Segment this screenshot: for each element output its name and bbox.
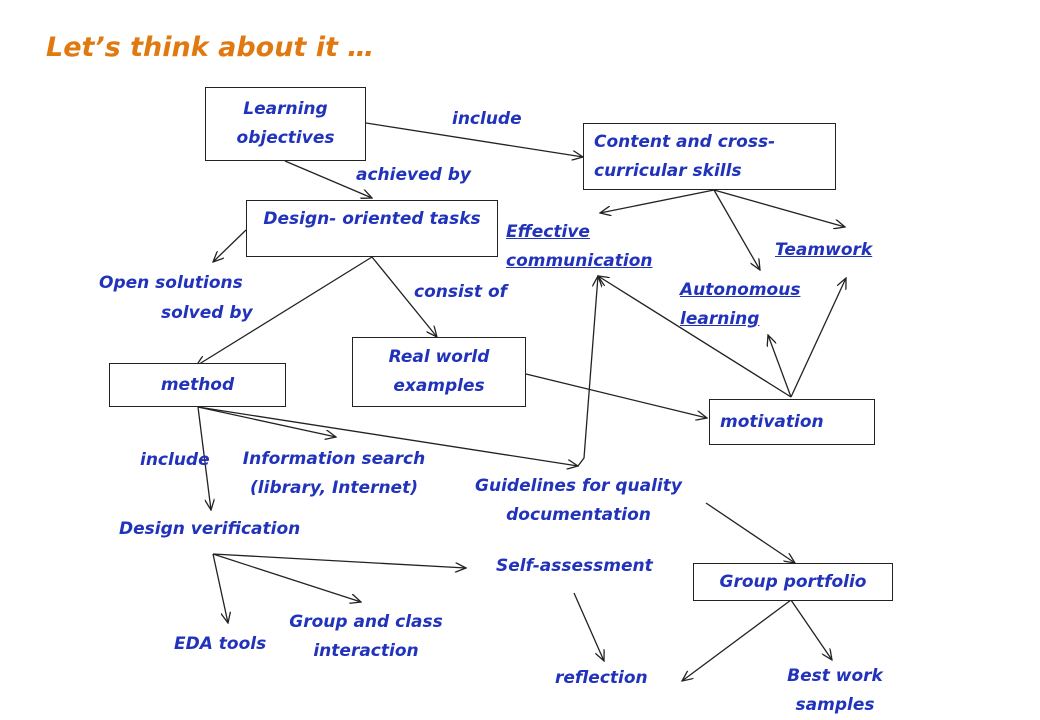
node-motivation: motivation	[709, 399, 875, 445]
arrow-verification-to-self-assessment	[212, 553, 466, 568]
arrow-method-to-information-search	[197, 406, 336, 437]
node-self-assessment: Self-assessment	[496, 556, 653, 576]
arrow-real-world-to-motivation	[525, 373, 707, 418]
arrow-verification-to-group-interaction	[212, 553, 361, 602]
arrow-objectives-to-design-tasks	[284, 160, 372, 198]
arrow-content-to-communication	[600, 189, 715, 213]
node-eda-tools: EDA tools	[174, 634, 267, 654]
node-information-search: Information search (library, Internet)	[242, 449, 426, 498]
arrow-method-to-design-verification	[197, 406, 211, 510]
node-effective-communication: Effective communication	[506, 222, 653, 271]
edge-label-include-top: include	[452, 109, 522, 129]
node-group-portfolio: Group portfolio	[693, 563, 893, 601]
arrow-design-tasks-to-method	[196, 256, 373, 366]
arrow-motivation-to-communication	[598, 276, 792, 398]
node-open-solutions: Open solutions	[99, 273, 243, 293]
node-design-tasks: Design- oriented tasks	[246, 200, 498, 257]
arrow-method-to-guidelines	[197, 406, 578, 466]
node-group-portfolio-label: Group portfolio	[719, 571, 867, 592]
node-best-work: Best work samples	[787, 666, 883, 715]
node-learning-objectives: Learning objectives	[205, 87, 366, 161]
node-content-skills: Content and cross-curricular skills	[583, 123, 836, 190]
arrow-guidelines-to-portfolio	[705, 502, 795, 563]
edge-label-consist-of: consist of	[414, 282, 508, 302]
node-reflection: reflection	[555, 668, 648, 688]
node-design-verification: Design verification	[119, 519, 301, 539]
node-motivation-label: motivation	[720, 411, 824, 432]
arrow-guidelines-to-communication	[577, 276, 598, 467]
arrow-design-tasks-to-open-solutions	[213, 229, 247, 262]
edge-label-solved-by: solved by	[161, 303, 253, 323]
arrow-portfolio-to-best-work	[790, 599, 832, 660]
arrow-design-tasks-to-real-world	[371, 256, 437, 337]
node-real-world: Real world examples	[352, 337, 526, 407]
edge-label-achieved-by: achieved by	[356, 165, 471, 185]
node-guidelines: Guidelines for quality documentation	[475, 476, 682, 525]
node-autonomous-learning: Autonomous learning	[680, 280, 801, 329]
edge-label-include-method: include	[140, 450, 210, 470]
arrow-verification-to-eda-tools	[212, 553, 228, 623]
node-real-world-label: Real world examples	[388, 347, 490, 396]
arrow-objectives-to-content	[365, 122, 583, 157]
arrow-motivation-to-teamwork	[790, 278, 846, 398]
arrow-motivation-to-autonomous	[768, 335, 792, 398]
arrow-portfolio-to-reflection	[682, 599, 792, 681]
arrow-self-assessment-to-reflection	[573, 592, 604, 661]
node-method-label: method	[160, 374, 235, 395]
node-teamwork: Teamwork	[775, 240, 873, 260]
node-group-class-interaction: Group and class interaction	[289, 612, 443, 661]
node-design-tasks-label: Design- oriented tasks	[263, 209, 481, 229]
arrow-content-to-teamwork	[713, 189, 845, 227]
node-learning-objectives-label: Learning objectives	[236, 99, 335, 148]
node-method: method	[109, 363, 286, 407]
arrow-content-to-autonomous	[713, 189, 760, 270]
slide-title: Let’s think about it …	[46, 32, 375, 63]
node-content-skills-label: Content and cross-curricular skills	[594, 131, 776, 181]
